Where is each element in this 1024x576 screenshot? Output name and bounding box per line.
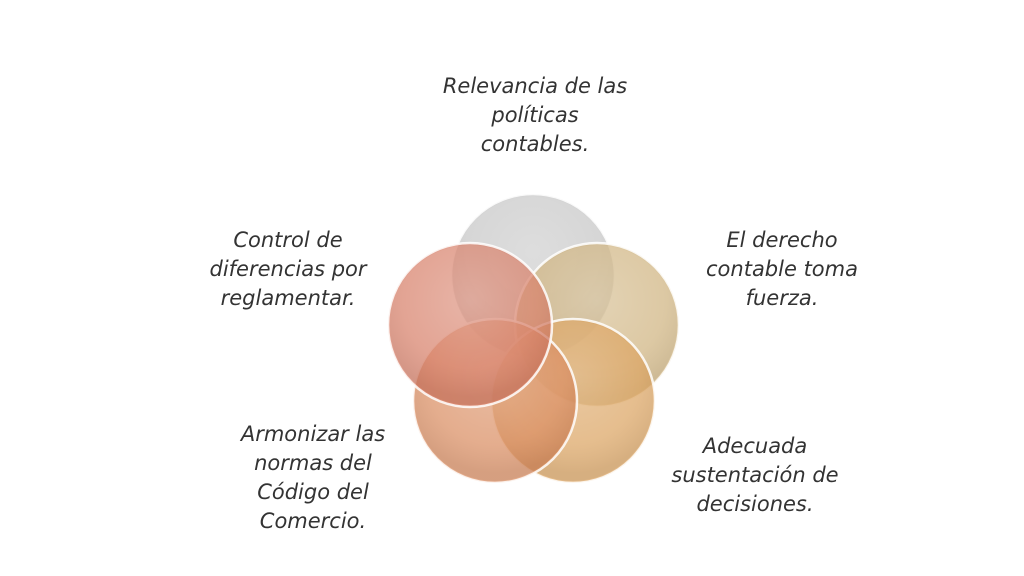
circle-left bbox=[386, 241, 554, 409]
label-relevancia-politicas: Relevancia de las políticas contables. bbox=[442, 74, 628, 156]
circles-group bbox=[386, 192, 681, 485]
circle-left-gloss bbox=[390, 245, 550, 405]
label-armonizar-normas: Armonizar las normas del Código del Come… bbox=[240, 422, 386, 533]
label-derecho-contable: El derecho contable toma fuerza. bbox=[706, 228, 858, 310]
label-control-diferencias: Control de diferencias por reglamentar. bbox=[209, 228, 367, 310]
label-sustentacion-decisiones: Adecuada sustentación de decisiones. bbox=[671, 434, 839, 516]
